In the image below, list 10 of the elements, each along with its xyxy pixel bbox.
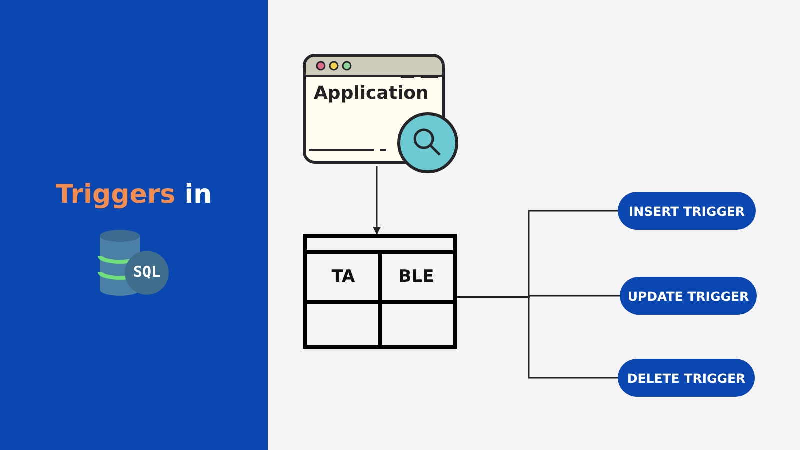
trigger-pill: UPDATE TRIGGER — [620, 277, 757, 315]
trigger-pill: DELETE TRIGGER — [618, 359, 755, 397]
connector — [457, 296, 618, 379]
table-header-text: BLE — [398, 266, 436, 289]
trigger-pill: INSERT TRIGGER — [618, 192, 756, 230]
connector — [373, 166, 381, 235]
window-title: Application — [314, 83, 429, 104]
icon-label: SQL — [132, 263, 162, 281]
table-header-text: TA — [330, 266, 356, 289]
title: Triggers in — [54, 180, 214, 210]
